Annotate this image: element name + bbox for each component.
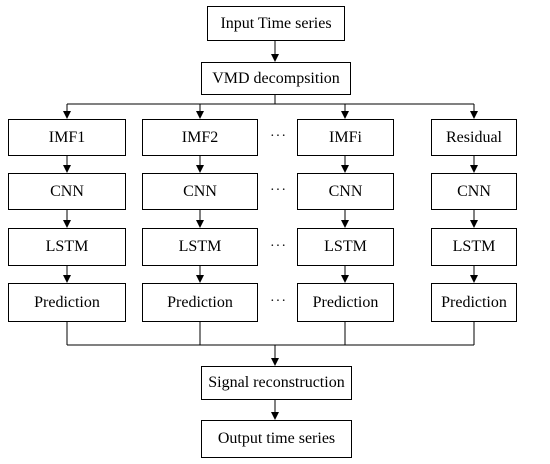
output-time-series-box: Output time series [201, 420, 352, 458]
cnn-label-4: CNN [457, 182, 491, 200]
lstm-box-2: LSTM [142, 228, 258, 266]
imf1-box: IMF1 [8, 119, 126, 156]
cnn-box-2: CNN [142, 173, 258, 210]
prediction-box-1: Prediction [8, 283, 126, 322]
cnn-label-2: CNN [183, 182, 217, 200]
signal-reconstruction-box: Signal reconstruction [201, 366, 352, 400]
output-time-series-label: Output time series [217, 430, 336, 447]
cnn-label-1: CNN [50, 182, 84, 200]
cnn-box-1: CNN [8, 173, 126, 210]
ellipsis-row-1: ··· [270, 129, 287, 144]
signal-reconstruction-label: Signal reconstruction [208, 374, 345, 391]
lstm-label-4: LSTM [452, 238, 496, 255]
prediction-label-1: Prediction [34, 293, 100, 311]
cnn-box-4: CNN [431, 173, 517, 210]
cnn-box-3: CNN [297, 173, 394, 210]
imfi-box: IMFi [297, 119, 394, 156]
lstm-box-3: LSTM [297, 228, 394, 266]
imf2-box: IMF2 [142, 119, 258, 156]
lstm-box-4: LSTM [431, 228, 517, 266]
prediction-box-4: Prediction [431, 283, 517, 322]
prediction-label-4: Prediction [441, 293, 507, 311]
imf2-label: IMF2 [181, 128, 219, 146]
lstm-label-2: LSTM [178, 238, 222, 255]
prediction-label-2: Prediction [167, 293, 233, 311]
input-time-series-label: Input Time series [220, 14, 332, 32]
vmd-decomposition-label: VMD decompsition [212, 69, 340, 87]
input-time-series-box: Input Time series [207, 6, 345, 41]
ellipsis-row-4: ··· [270, 294, 287, 309]
imfi-label: IMFi [329, 128, 362, 146]
imf1-label: IMF1 [48, 128, 86, 146]
lstm-label-3: LSTM [324, 238, 367, 255]
residual-box: Residual [431, 119, 517, 156]
vmd-decomposition-box: VMD decompsition [201, 62, 351, 95]
lstm-label-1: LSTM [45, 238, 89, 255]
prediction-label-3: Prediction [312, 293, 379, 311]
prediction-box-2: Prediction [142, 283, 258, 322]
lstm-box-1: LSTM [8, 228, 126, 266]
ellipsis-row-3: ··· [270, 239, 287, 254]
cnn-label-3: CNN [328, 182, 363, 200]
residual-label: Residual [446, 128, 502, 146]
prediction-box-3: Prediction [297, 283, 394, 322]
ellipsis-row-2: ··· [270, 183, 287, 198]
